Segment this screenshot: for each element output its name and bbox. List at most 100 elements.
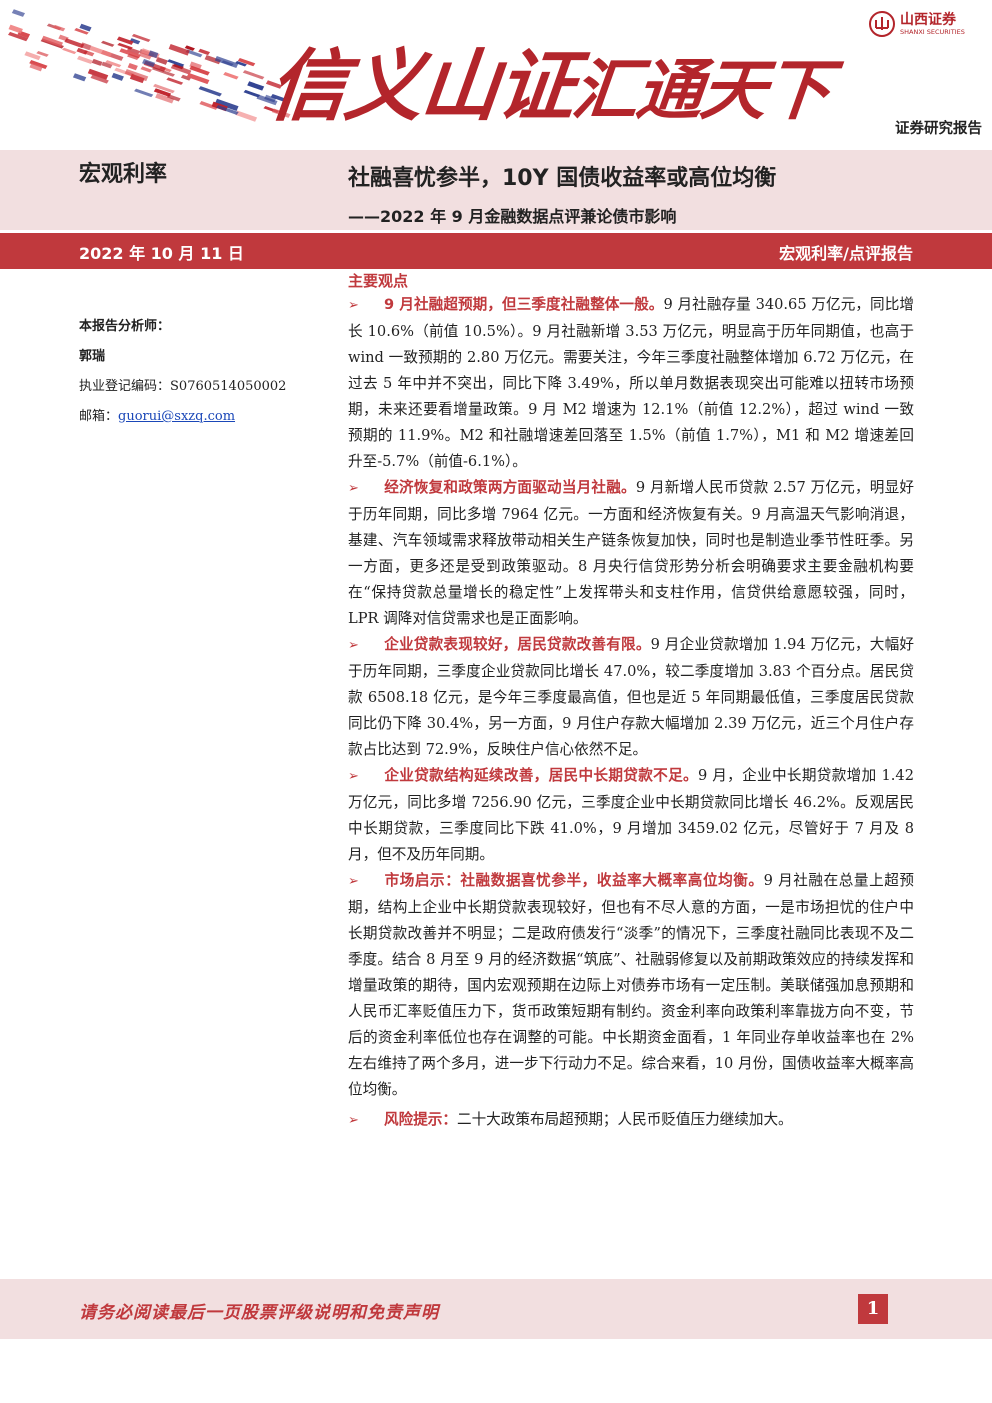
flag-stripe (198, 48, 211, 56)
flag-stripe (11, 9, 25, 17)
report-category: 宏观利率 (79, 162, 168, 187)
flag-stripe (271, 108, 291, 118)
page-number: 1 (858, 1294, 888, 1324)
flag-stripe (127, 63, 138, 71)
header-banner: 信义山证汇通天下 山西证券 SHANXI SECURITIES 证券研究报告 (0, 0, 992, 150)
flag-stripe (256, 94, 278, 106)
analyst-email-row: 邮箱：guorui@sxzq.com (79, 404, 319, 430)
flag-stripe (265, 80, 283, 89)
bullet-body: 9 月社融在总量上超预期，结构上企业中长期贷款表现较好，但也有不尽人意的方面，一… (348, 872, 914, 1098)
flag-stripe (87, 68, 109, 80)
bullet-heading: 市场启示：社融数据喜忧参半，收益率大概率高位均衡。 (384, 872, 764, 889)
flag-stripe (41, 35, 64, 47)
flag-stripe (189, 65, 210, 76)
flag-stripe (168, 43, 190, 56)
bullet-body: 9 月社融存量 340.65 万亿元，同比增长 10.6%（前值 10.5%）。… (348, 296, 914, 470)
flag-stripe (204, 54, 221, 65)
flag-stripes-graphic (8, 9, 291, 122)
flag-stripe (8, 24, 23, 34)
flag-stripe (198, 86, 222, 97)
flag-stripe (72, 73, 87, 82)
arrow-icon: ➢ (348, 298, 359, 313)
flag-stripe (140, 66, 153, 73)
flag-stripe (79, 23, 92, 32)
flag-stripe (62, 47, 77, 55)
flag-stripe (166, 94, 181, 102)
bullet-item: ➢ 企业贷款表现较好，居民贷款改善有限。9 月企业贷款增加 1.94 万亿元，大幅… (348, 632, 914, 763)
bullet-heading: 风险提示： (384, 1111, 457, 1128)
arrow-icon: ➢ (348, 769, 359, 784)
flag-stripe (155, 56, 168, 65)
flag-stripe (29, 62, 43, 72)
flag-stripe (90, 74, 109, 84)
footer-band (0, 1279, 992, 1339)
flag-stripe (247, 81, 265, 91)
bullet-body: 9 月企业贷款增加 1.94 万亿元，大幅好于历年同期，三季度企业贷款同比增长 … (348, 636, 914, 758)
registration-label: 执业登记编码： (79, 379, 171, 394)
bullet-body: 9 月，企业中长期贷款增加 1.42 万亿元，同比多增 7256.90 亿元，三… (348, 767, 914, 863)
slogan-part1: 信义山证 (264, 42, 579, 132)
flag-stripe (24, 51, 41, 61)
flag-stripe (8, 31, 29, 42)
flag-stripe (214, 56, 239, 68)
title-band (0, 150, 992, 230)
flag-stripe (127, 53, 140, 61)
flag-stripe (185, 49, 203, 58)
slogan-part2: 汇通天下 (568, 52, 833, 129)
bullet-heading: 企业贷款结构延续改善，居民中长期贷款不足。 (384, 767, 698, 784)
flag-stripe (64, 38, 85, 49)
flag-stripe (117, 42, 133, 50)
flag-stripe (91, 58, 103, 66)
arrow-icon: ➢ (348, 481, 359, 496)
bullet-heading: 9 月社融超预期，但三季度社融整体一般。 (384, 296, 664, 313)
flag-stripe (172, 63, 184, 70)
report-date: 2022 年 10 月 11 日 (79, 244, 244, 263)
report-title: 社融喜忧参半，10Y 国债收益率或高位均衡 (348, 166, 777, 191)
flag-stripe (131, 33, 151, 43)
flag-stripe (134, 88, 154, 98)
report-type: 证券研究报告 (895, 121, 982, 137)
arrow-icon: ➢ (348, 874, 359, 889)
flag-stripe (167, 59, 185, 67)
flag-stripe (180, 74, 192, 81)
flag-stripe (138, 52, 152, 60)
flag-stripe (235, 110, 258, 122)
bullet-item: ➢ 9 月社融超预期，但三季度社融整体一般。9 月社融存量 340.65 万亿元，… (348, 292, 914, 475)
main-content: 主要观点 ➢9 月社融超预期，但三季度社融整体一般。9 月社融存量 340.65… (348, 270, 914, 1134)
bullet-item: ➢ 市场启示：社融数据喜忧参半，收益率大概率高位均衡。9 月社融在总量上超预期，结… (348, 868, 914, 1103)
flag-stripe (223, 72, 239, 80)
date-bar (0, 233, 992, 269)
bullet-item: ➢ 风险提示：二十大政策布局超预期；人民币贬值压力继续加大。 (348, 1107, 914, 1134)
flag-stripe (36, 51, 49, 57)
company-logo: 山西证券 SHANXI SECURITIES (868, 10, 965, 38)
logo-cn: 山西证券 (900, 11, 956, 28)
flag-stripe (155, 93, 175, 104)
flag-stripe (116, 36, 134, 45)
report-series: 宏观利率/点评报告 (779, 244, 913, 263)
flag-stripe (105, 60, 122, 68)
flag-stripe (214, 98, 239, 112)
flag-stripe (111, 72, 124, 81)
bullet-heading: 经济恢复和政策两方面驱动当月社融。 (384, 479, 636, 496)
bullet-heading: 企业贷款表现较好，居民贷款改善有限。 (384, 636, 651, 653)
analyst-name: 郭瑞 (79, 349, 106, 364)
bullet-list: ➢ 9 月社融超预期，但三季度社融整体一般。9 月社融存量 340.65 万亿元，… (348, 292, 914, 1134)
flag-stripe (29, 60, 48, 69)
flag-stripe (74, 28, 89, 35)
flag-stripe (76, 55, 94, 65)
flag-stripe (129, 38, 141, 45)
flag-stripe (153, 83, 175, 94)
logo-en: SHANXI SECURITIES (900, 27, 965, 36)
flag-stripe (153, 88, 172, 97)
email-link[interactable]: guorui@sxzq.com (118, 409, 236, 424)
slogan: 信义山证汇通天下 (264, 24, 836, 136)
arrow-icon: ➢ (348, 1113, 359, 1128)
bullet-body: 二十大政策布局超预期；人民币贬值压力继续加大。 (456, 1111, 793, 1128)
analyst-label: 本报告分析师： (79, 319, 171, 334)
arrow-icon: ➢ (348, 638, 359, 653)
flag-stripe (124, 69, 149, 82)
bullet-item: ➢ 企业贷款结构延续改善，居民中长期贷款不足。9 月，企业中长期贷款增加 1.42… (348, 763, 914, 868)
flag-stripe (76, 47, 88, 55)
flag-stripe (264, 94, 277, 103)
analyst-info: 本报告分析师： 郭瑞 执业登记编码：S0760514050002 邮箱：guor… (79, 314, 319, 430)
